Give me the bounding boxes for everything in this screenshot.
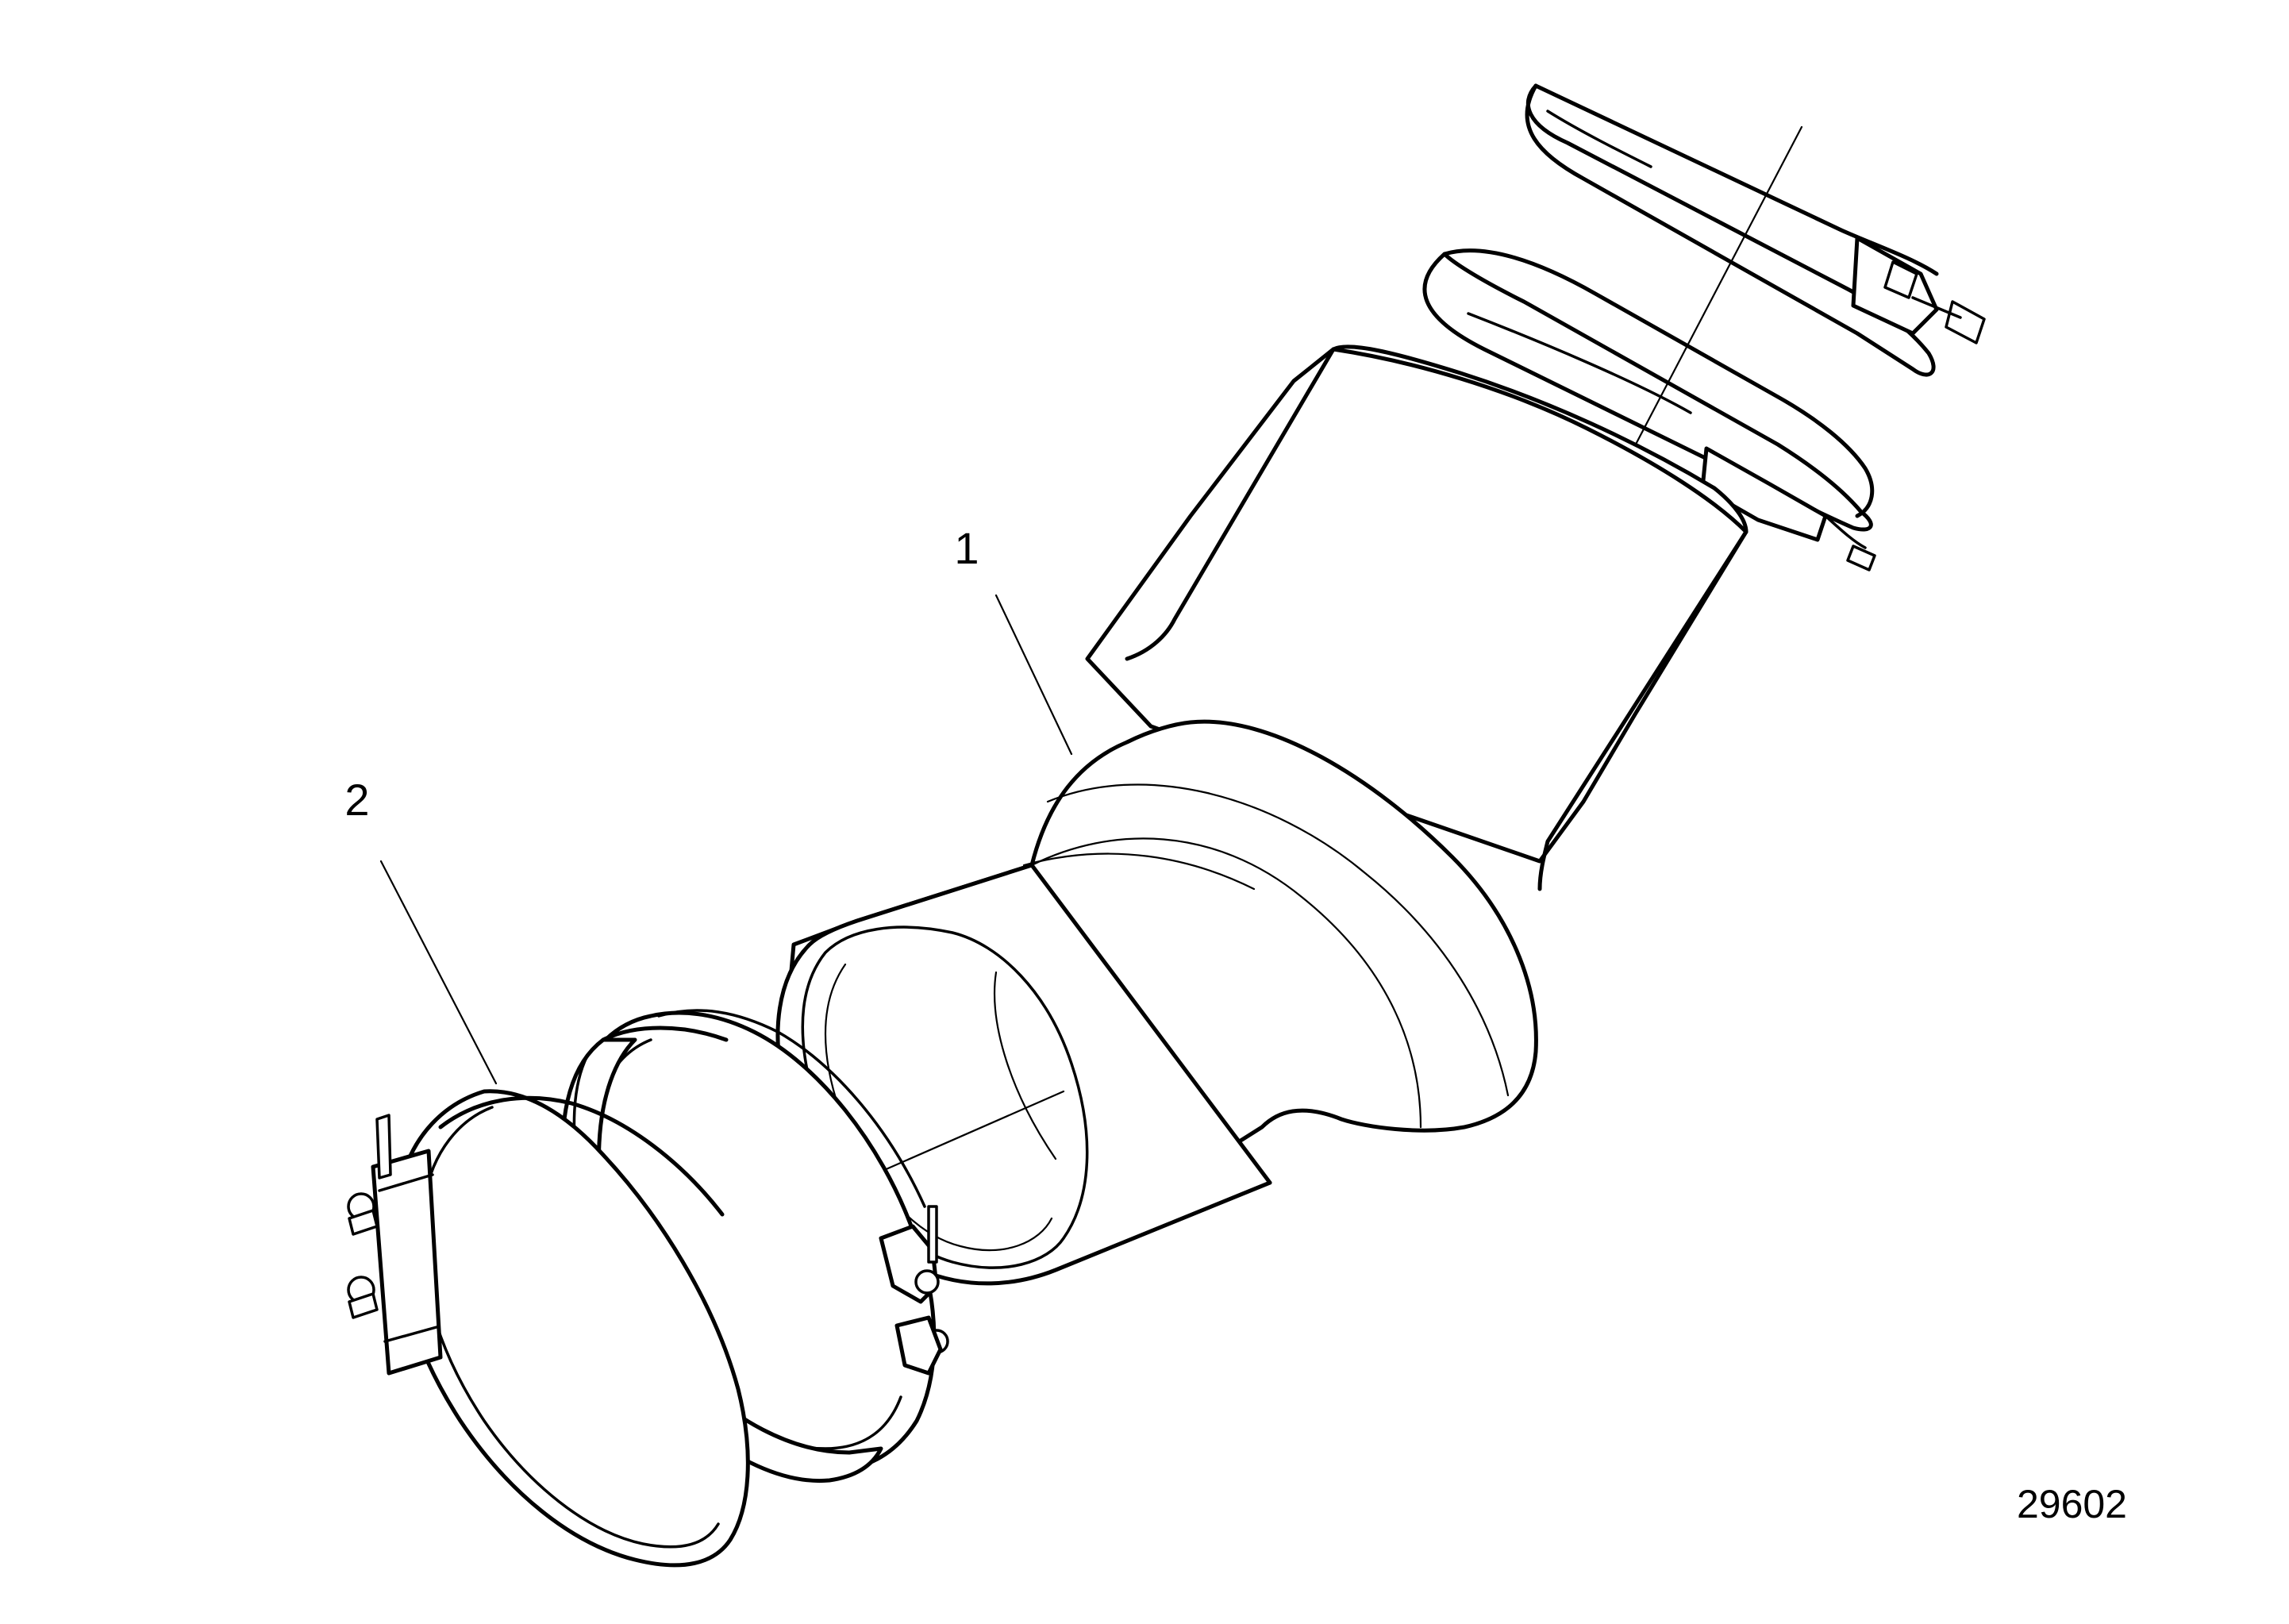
callout-2-label: 2 xyxy=(344,775,369,825)
upper-clamp-top xyxy=(1525,83,1986,377)
illustration-number: 29602 xyxy=(2017,1482,2127,1526)
callout-2-leader xyxy=(379,860,498,1085)
callout-1-label: 1 xyxy=(954,523,979,573)
callout-1-leader xyxy=(994,594,1073,756)
upper-clamp-lower xyxy=(1422,248,1876,571)
hose-clamp xyxy=(347,1089,750,1568)
exhaust-hose-elbow xyxy=(775,344,1748,1286)
